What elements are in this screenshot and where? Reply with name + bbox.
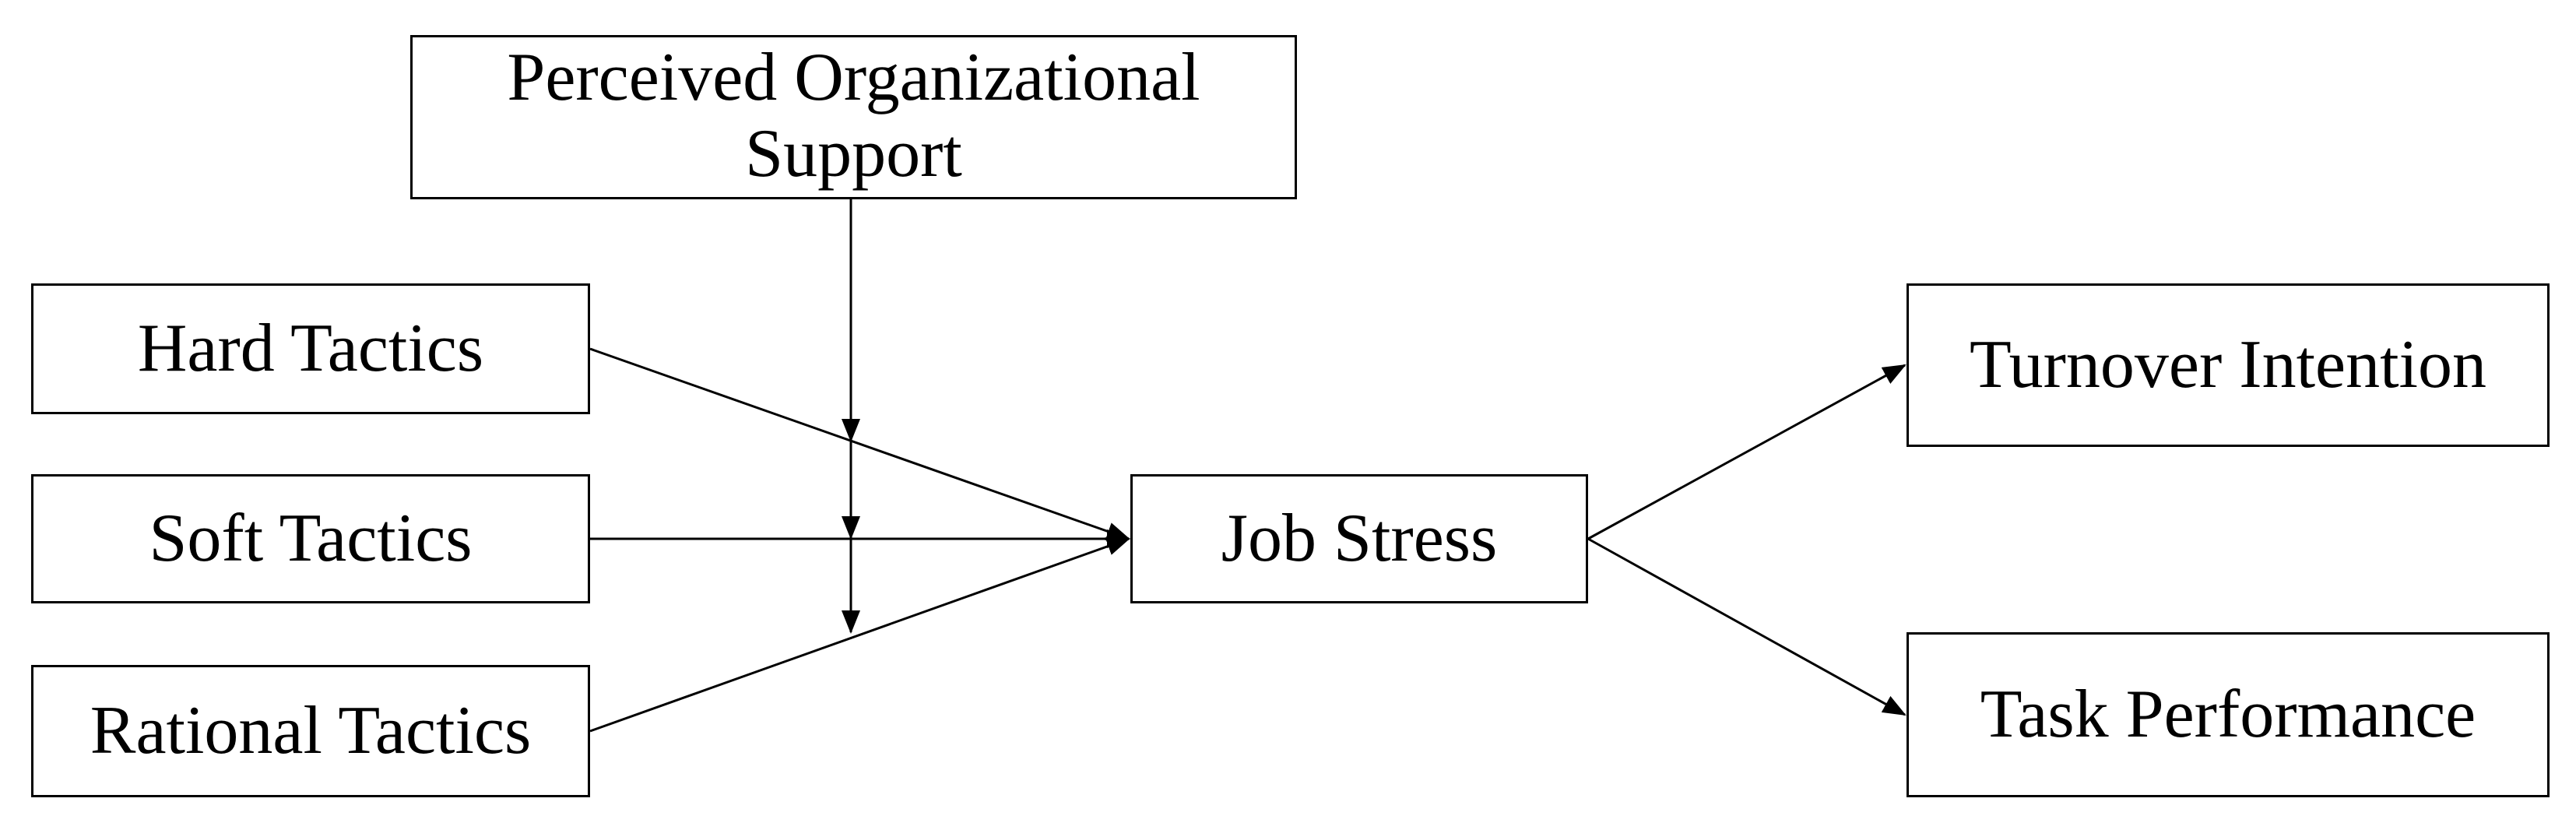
- node-task-performance: Task Performance: [1907, 632, 2550, 797]
- edge-job-stress-to-turnover: [1587, 364, 1907, 540]
- node-rational-tactics: Rational Tactics: [31, 665, 590, 797]
- node-soft-tactics: Soft Tactics: [31, 474, 590, 603]
- node-label: Hard Tactics: [137, 311, 484, 386]
- node-hard-tactics: Hard Tactics: [31, 283, 590, 414]
- node-label: Turnover Intention: [1969, 327, 2487, 403]
- node-label: Job Stress: [1221, 501, 1498, 576]
- edge-hard-to-job-stress: [589, 347, 1130, 541]
- node-perceived-organizational-support: Perceived Organizational Support: [410, 35, 1297, 199]
- node-turnover-intention: Turnover Intention: [1907, 283, 2550, 447]
- node-label: Soft Tactics: [149, 501, 473, 576]
- edge-rational-to-job-stress: [589, 537, 1130, 733]
- node-label: Task Performance: [1980, 677, 2476, 752]
- node-label-line-1: Perceived Organizational: [507, 39, 1200, 115]
- node-label: Rational Tactics: [90, 693, 532, 768]
- node-job-stress: Job Stress: [1130, 474, 1588, 603]
- edge-job-stress-to-task-performance: [1587, 537, 1907, 716]
- node-label-line-2: Support: [745, 115, 962, 192]
